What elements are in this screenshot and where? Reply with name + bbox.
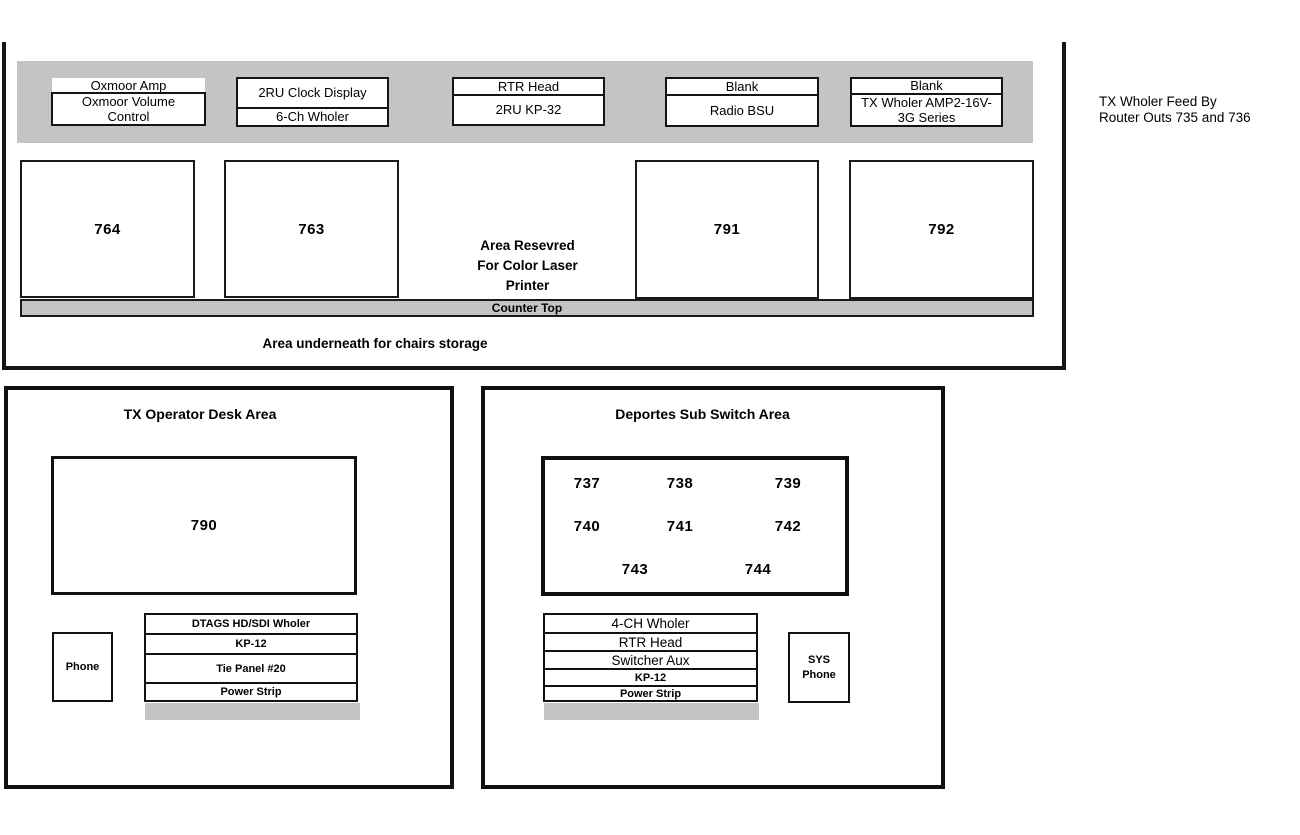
- rack-slot-bottom-label: 6-Ch Wholer: [276, 109, 349, 124]
- oxmoor-amp-label: Oxmoor Amp: [52, 78, 205, 93]
- tx-operator-desk-title: TX Operator Desk Area: [123, 406, 277, 422]
- stack-row-tie-panel: Tie Panel #20: [146, 655, 356, 684]
- tx-desk-equipment-stack: DTAGS HD/SDI Wholer KP-12 Tie Panel #20 …: [144, 613, 358, 702]
- tx-desk-stack-shadow: [145, 703, 360, 720]
- stack-row-kp12: KP-12: [545, 670, 756, 687]
- rack-slot-clock-display: 2RU Clock Display 6-Ch Wholer: [236, 77, 389, 127]
- deportes-router-outs-box: [541, 456, 849, 596]
- monitor-box-791: 791: [635, 160, 819, 299]
- stack-row-dtags-wholer: DTAGS HD/SDI Wholer: [146, 615, 356, 635]
- monitor-box-764: 764: [20, 160, 195, 298]
- stack-row-rtr-head: RTR Head: [545, 634, 756, 652]
- router-out-738: 738: [666, 475, 694, 492]
- stack-row-power-strip: Power Strip: [220, 686, 282, 698]
- stack-row-4ch-wholer: 4-CH Wholer: [545, 615, 756, 634]
- chairs-storage-note: Area underneath for chairs storage: [262, 336, 488, 351]
- sys-phone-line2: Phone: [802, 668, 836, 681]
- counter-top-bar: Counter Top: [20, 299, 1034, 317]
- monitor-box-792: 792: [849, 160, 1034, 299]
- router-out-744: 744: [744, 561, 772, 578]
- printer-area-note: Area Resevred For Color Laser Printer: [450, 236, 605, 296]
- printer-area-note-line3: Printer: [505, 278, 550, 293]
- rack-slot-radio-bsu: Blank Radio BSU: [665, 77, 819, 127]
- tx-room-outline: [2, 42, 1066, 370]
- router-out-739: 739: [774, 475, 802, 492]
- tx-wholer-feed-note: TX Wholer Feed By Router Outs 735 and 73…: [1099, 94, 1251, 126]
- rack-slot-bottom-label: Radio BSU: [709, 102, 775, 118]
- printer-area-note-line1: Area Resevred: [480, 238, 575, 253]
- rack-slot-top-label: Blank: [852, 79, 1001, 95]
- router-out-737: 737: [573, 475, 601, 492]
- tx-wholer-feed-note-line2: Router Outs 735 and 736: [1099, 110, 1251, 125]
- sys-phone-box: SYS Phone: [788, 632, 850, 703]
- rack-slot-bottom-label: 2RU KP-32: [495, 102, 562, 117]
- oxmoor-volume-control-box: Oxmoor Volume Control: [51, 92, 206, 126]
- tx-wholer-feed-note-line1: TX Wholer Feed By: [1099, 94, 1217, 109]
- rack-slot-bottom-label: TX Wholer AMP2-16V-3G Series: [861, 95, 992, 125]
- phone-box: Phone: [52, 632, 113, 702]
- stack-row-power-strip: Power Strip: [619, 687, 682, 700]
- router-out-743: 743: [621, 561, 649, 578]
- router-out-742: 742: [774, 518, 802, 535]
- deportes-title: Deportes Sub Switch Area: [615, 406, 790, 422]
- stack-row-kp12: KP-12: [146, 635, 356, 655]
- router-out-741: 741: [666, 518, 694, 535]
- rack-slot-top-label: 2RU Clock Display: [238, 79, 387, 109]
- stack-row-switcher-aux: Switcher Aux: [545, 652, 756, 670]
- rack-slot-tx-wholer-amp: Blank TX Wholer AMP2-16V-3G Series: [850, 77, 1003, 127]
- router-out-740: 740: [573, 518, 601, 535]
- deportes-stack-shadow: [544, 703, 759, 720]
- deportes-equipment-stack: 4-CH Wholer RTR Head Switcher Aux KP-12 …: [543, 613, 758, 702]
- rack-slot-rtr-head: RTR Head 2RU KP-32: [452, 77, 605, 126]
- rack-slot-top-label: RTR Head: [454, 79, 603, 96]
- rack-slot-top-label: Blank: [667, 79, 817, 96]
- sys-phone-line1: SYS: [807, 653, 830, 666]
- monitor-box-790: 790: [51, 456, 357, 595]
- monitor-box-763: 763: [224, 160, 399, 298]
- printer-area-note-line2: For Color Laser: [477, 258, 578, 273]
